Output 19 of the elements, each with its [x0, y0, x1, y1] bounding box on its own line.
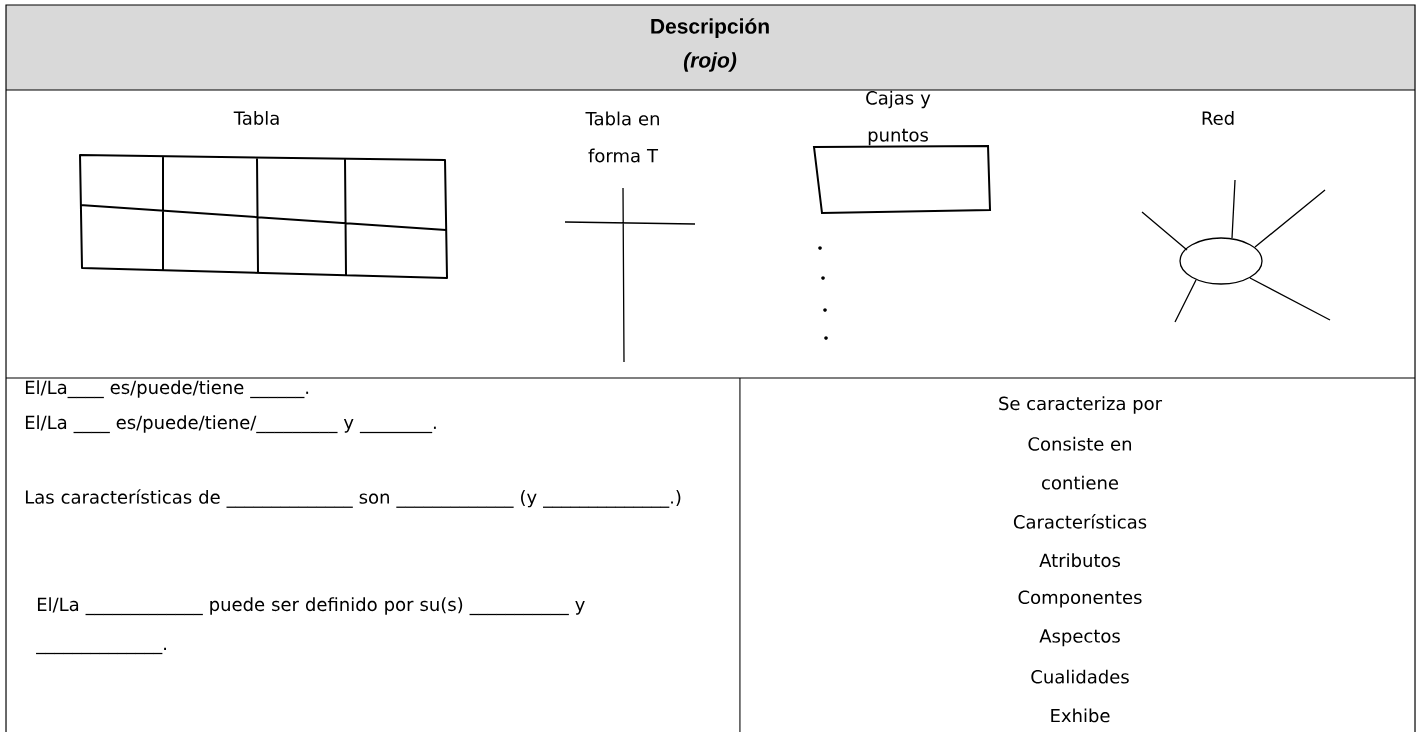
column-heading: Tabla en forma T	[585, 111, 659, 163]
word-list-item: Consiste en	[1028, 436, 1131, 451]
word-list-item: Componentes	[1018, 590, 1142, 608]
column-heading: Cajas y puntos	[866, 90, 931, 146]
subtitle: (rojo)	[683, 52, 737, 72]
title: Descripción	[651, 18, 769, 38]
sentence-frame: Las características de ______________ son _____________ (y ______________.)	[26, 489, 681, 508]
sentence-frame: El/La _____________ puede ser definido por su(s) ___________ y ______________.	[36, 597, 585, 655]
word-list-item: Aspectos	[1039, 629, 1120, 647]
word-list-item: Atributos	[1039, 553, 1120, 568]
sentence-frame: El/La____ es/puede/tiene ______.	[26, 380, 309, 399]
word-list-item: Se caracteriza por	[999, 396, 1163, 414]
column-heading: Red	[1202, 111, 1234, 125]
word-list-item: Cualidades	[1031, 669, 1129, 684]
word-list-item: Exhibe	[1051, 708, 1110, 723]
word-list-item: contiene	[1042, 475, 1119, 490]
sentence-frame: El/La ____ es/puede/tiene/_________ y ________.	[26, 415, 436, 434]
word-list-item: Características	[1013, 514, 1147, 529]
column-heading: Tabla	[233, 111, 279, 125]
